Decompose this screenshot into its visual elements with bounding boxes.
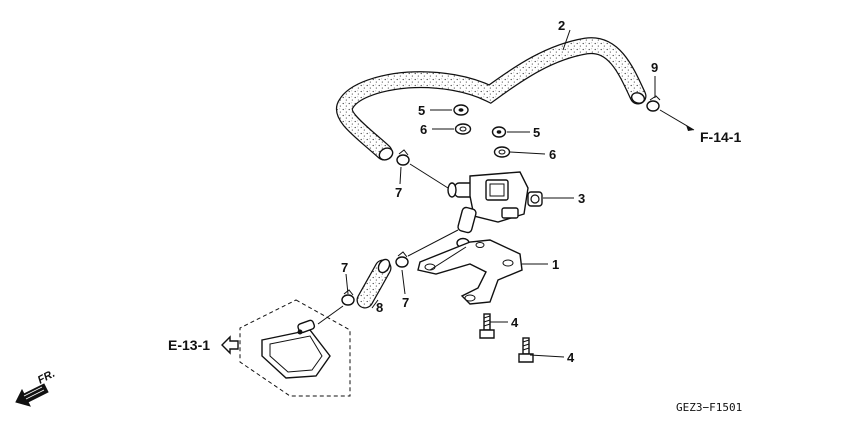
callout-4a: 4 (511, 315, 519, 330)
callout-4b: 4 (567, 350, 575, 365)
figure-code: GEZ3−F1501 (676, 401, 742, 414)
short-hose (356, 258, 392, 309)
callout-8: 8 (376, 300, 383, 315)
hose-clamp-7b (341, 289, 355, 306)
hose-clamp-7a (396, 149, 410, 166)
hose-clamp-9 (646, 95, 661, 112)
callout-5a: 5 (418, 103, 425, 118)
callout-5b: 5 (533, 125, 540, 140)
front-direction-arrow-icon (15, 383, 49, 407)
direction-label: FR. (36, 368, 57, 387)
washer-6a (454, 123, 472, 135)
nut-5b (491, 126, 507, 138)
bolt-4b (518, 337, 534, 363)
callout-7c: 7 (402, 295, 409, 310)
reference-e13: E-13-1 (168, 337, 210, 353)
callout-1: 1 (552, 257, 559, 272)
callout-2: 2 (558, 18, 565, 33)
callout-9: 9 (651, 60, 658, 75)
bracket (417, 239, 523, 305)
callout-6a: 6 (420, 122, 427, 137)
washer-6b (493, 146, 511, 158)
nut-5a (453, 104, 469, 116)
callout-6b: 6 (549, 147, 556, 162)
bolt-4a (479, 313, 495, 339)
e13-arrow-icon (221, 335, 239, 355)
callout-3: 3 (578, 191, 585, 206)
callout-7b: 7 (341, 260, 348, 275)
air-cleaner-reference-box (239, 299, 351, 397)
solenoid-valve (447, 171, 543, 249)
hose-clamp-7c (395, 251, 409, 268)
air-hose (336, 37, 647, 161)
callout-7a: 7 (395, 185, 402, 200)
reference-f14: F-14-1 (700, 129, 741, 145)
leader-lines (317, 29, 695, 358)
